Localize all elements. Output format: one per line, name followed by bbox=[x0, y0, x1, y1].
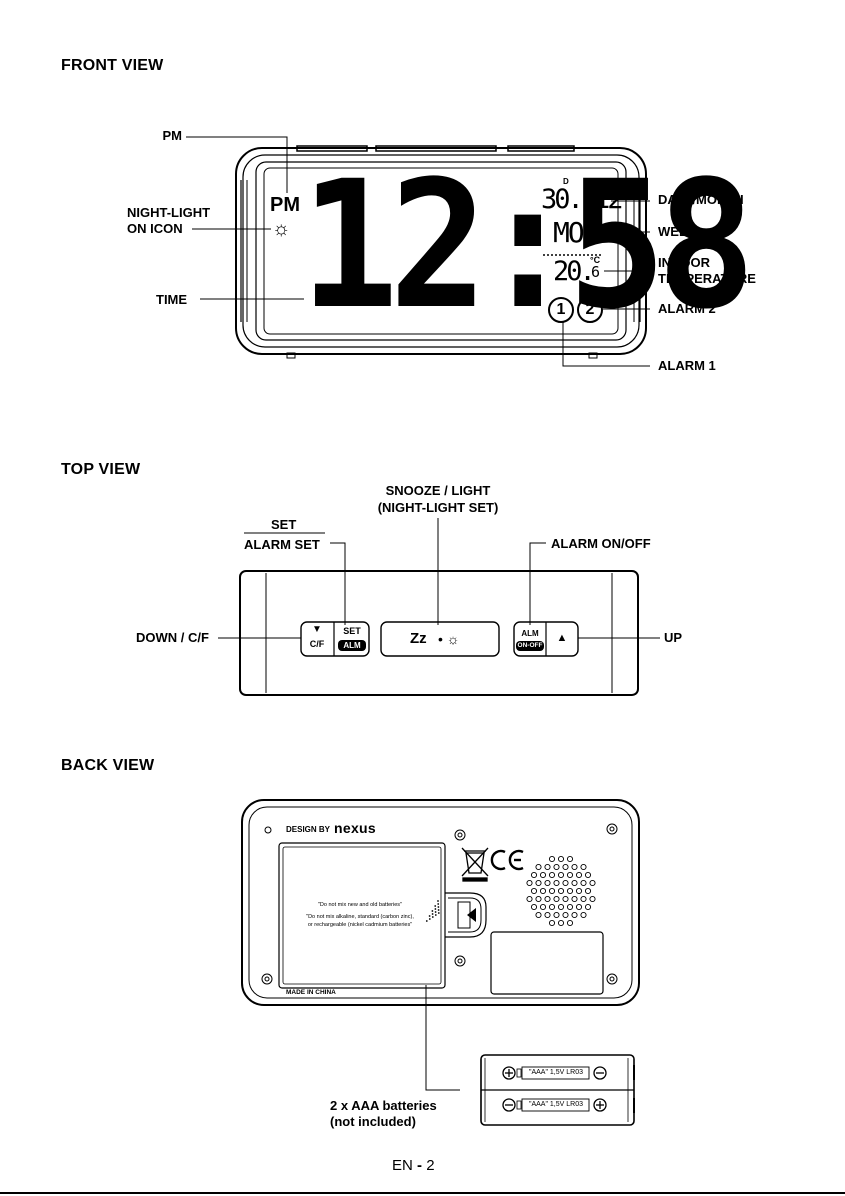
alarm-2-icon: 2 bbox=[577, 297, 603, 323]
top-leaders bbox=[218, 518, 660, 639]
weee-bin-icon bbox=[461, 847, 489, 882]
label-night-light-1: NIGHT-LIGHT bbox=[127, 205, 211, 220]
snooze-button-label[interactable]: Zz bbox=[410, 630, 427, 647]
label-pm: PM bbox=[162, 128, 183, 143]
back-clock bbox=[241, 799, 640, 1006]
lcd-d-marker: D bbox=[563, 177, 569, 186]
lcd-date: 30. 12 bbox=[541, 184, 624, 215]
alm-set-button-label[interactable]: ALM bbox=[343, 641, 361, 650]
label-alarm-1: ALARM 1 bbox=[658, 358, 716, 373]
design-by-text: DESIGN BY bbox=[286, 825, 331, 834]
lcd-time: 12:58 bbox=[300, 143, 756, 348]
lcd-week: MO bbox=[553, 216, 585, 249]
front-view-title: FRONT VIEW bbox=[61, 57, 164, 74]
label-alarm-onoff: ALARM ON/OFF bbox=[551, 536, 651, 551]
label-date-month: DATE/MONTH bbox=[658, 192, 744, 207]
label-alarm-set: ALARM SET bbox=[244, 537, 320, 552]
cf-button-label[interactable]: C/F bbox=[309, 639, 325, 649]
battery-leader bbox=[425, 985, 460, 1091]
battery-cover bbox=[278, 842, 446, 989]
label-up: UP bbox=[664, 630, 683, 645]
lcd-temp: 20. bbox=[553, 256, 596, 287]
top-view-title: TOP VIEW bbox=[61, 461, 141, 478]
back-view-title: BACK VIEW bbox=[61, 757, 155, 774]
battery-note-1: "Do not mix new and old batteries" bbox=[317, 902, 402, 908]
up-arrow-icon[interactable]: ▲ bbox=[556, 632, 568, 644]
set-button-label[interactable]: SET bbox=[343, 626, 361, 636]
page-prefix: EN bbox=[392, 1157, 413, 1174]
label-area bbox=[490, 931, 604, 995]
label-alarm-2: ALARM 2 bbox=[658, 301, 716, 316]
page-num: 2 bbox=[426, 1157, 435, 1174]
battery-note-3: or rechargeable (nickel cadmium batterie… bbox=[307, 922, 413, 928]
lcd-temp-unit: °C bbox=[590, 255, 601, 265]
lcd-m-marker: M bbox=[594, 177, 601, 186]
label-indoor-2: TEMPERATURE bbox=[658, 271, 756, 286]
sun-icon: ☼ bbox=[272, 218, 291, 240]
bottom-rule bbox=[0, 1192, 845, 1194]
label-indoor-1: INDOOR bbox=[658, 255, 710, 270]
made-in-china-text: MADE IN CHINA bbox=[286, 989, 336, 996]
label-night-light-2: ON ICON bbox=[127, 221, 183, 236]
label-time: TIME bbox=[156, 292, 188, 307]
label-set: SET bbox=[271, 517, 297, 532]
battery-note-2: "Do not mix alkaline, standard (carbon z… bbox=[306, 914, 414, 920]
snooze-button-outline bbox=[380, 621, 500, 657]
alm-button-label[interactable]: ALM bbox=[521, 629, 539, 638]
label-down-cf: DOWN / C/F bbox=[136, 630, 209, 645]
down-arrow-icon[interactable]: ▼ bbox=[312, 624, 322, 635]
lcd-temp-decimal: 6 bbox=[591, 263, 601, 281]
light-icon[interactable]: • ☼ bbox=[438, 631, 460, 647]
page-number: EN - 2 bbox=[392, 1157, 435, 1174]
battery-label-1: "AAA" 1,5V LR03 bbox=[528, 1069, 583, 1076]
ce-mark-icon bbox=[490, 849, 524, 871]
label-snooze-1: SNOOZE / LIGHT bbox=[385, 483, 491, 498]
alarm-1-icon: 1 bbox=[548, 297, 574, 323]
down-set-button-group bbox=[300, 621, 370, 657]
label-week: WEEK bbox=[658, 224, 697, 239]
lcd-pm: PM bbox=[270, 194, 300, 216]
front-leaders bbox=[186, 136, 650, 367]
label-snooze-2: (NIGHT-LIGHT SET) bbox=[377, 500, 499, 515]
speaker-grille bbox=[526, 855, 596, 927]
on-off-button-label[interactable]: ON-OFF bbox=[517, 642, 543, 649]
label-batteries-1: 2 x AAA batteries bbox=[330, 1098, 437, 1113]
battery-holder bbox=[480, 1054, 635, 1126]
top-clock bbox=[239, 570, 639, 696]
label-batteries-2: (not included) bbox=[330, 1114, 416, 1129]
battery-label-2: "AAA" 1,5V LR03 bbox=[528, 1101, 583, 1108]
page-sep: - bbox=[412, 1157, 427, 1174]
brand-logo: nexus bbox=[334, 820, 376, 836]
cover-grip-dots bbox=[425, 900, 440, 922]
front-clock bbox=[235, 145, 647, 359]
